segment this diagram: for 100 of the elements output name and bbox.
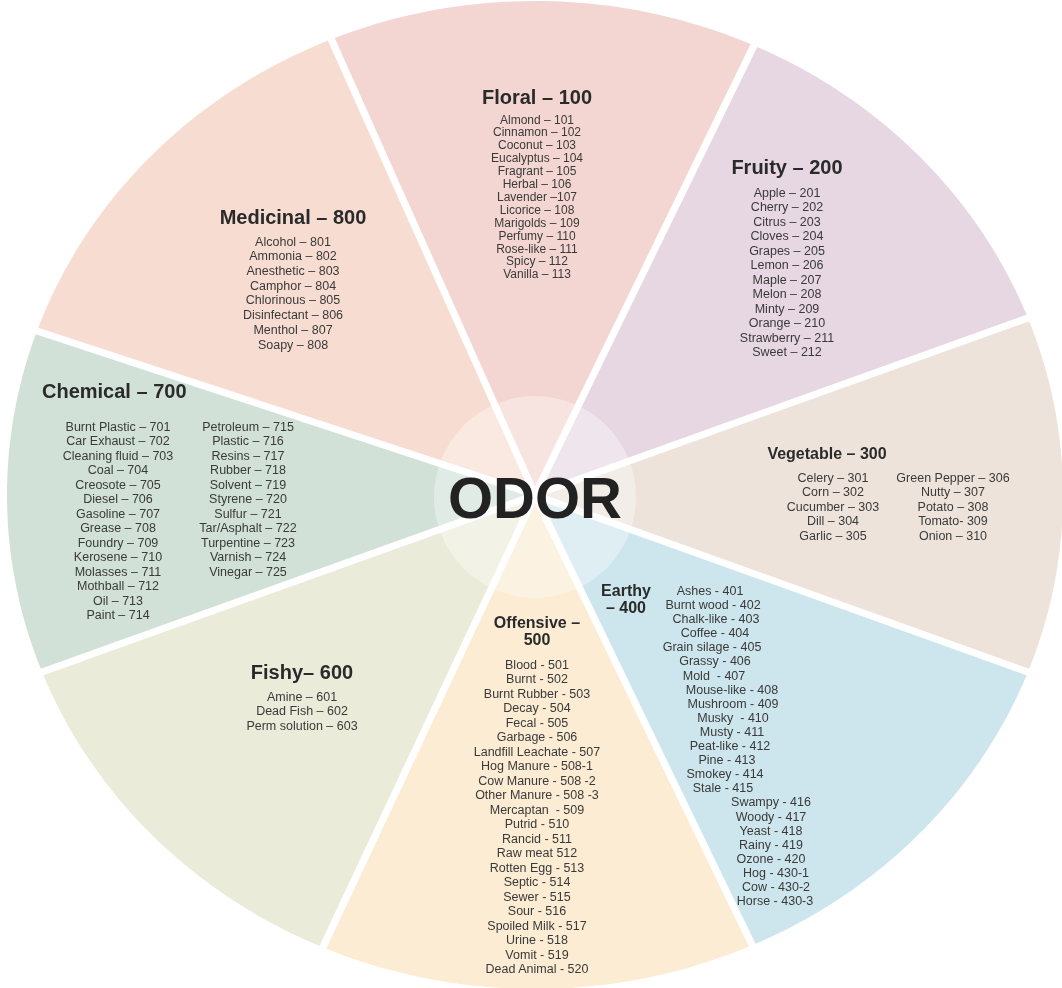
odor-item: Putrid - 510: [504, 817, 570, 832]
category-heading: Offensive – 500: [492, 613, 582, 649]
odor-item: Musty - 411: [699, 724, 765, 740]
odor-item: Apple – 201: [753, 185, 821, 201]
odor-item: Mushroom - 409: [687, 696, 779, 711]
odor-item: Ammonia – 802: [249, 249, 337, 265]
odor-item: Varnish – 724: [209, 550, 287, 565]
odor-item: Grease – 708: [80, 521, 156, 536]
odor-item: Swampy - 416: [731, 795, 811, 810]
odor-item: Chalk-like - 403: [672, 612, 760, 627]
center-label: ODOR: [448, 463, 622, 531]
odor-item: Mothball – 712: [77, 579, 159, 594]
odor-item: Sewer - 515: [503, 889, 571, 905]
odor-item: Styrene – 720: [209, 492, 287, 507]
category-heading: Vegetable – 300: [766, 445, 888, 463]
odor-item: Maple – 207: [752, 272, 822, 288]
odor-item: Cucumber – 303: [786, 499, 880, 515]
odor-item: Stale - 415: [692, 781, 754, 796]
odor-item: Green Pepper – 306: [896, 470, 1010, 486]
odor-item: Celery – 301: [797, 470, 869, 486]
odor-item: Grassy - 406: [679, 654, 751, 669]
odor-item: Rancid - 511: [502, 831, 572, 847]
odor-item: Kerosene – 710: [73, 550, 163, 565]
odor-item: Gasoline – 707: [75, 506, 161, 522]
odor-item: Hog Manure - 508-1: [481, 759, 593, 774]
odor-item: Burnt wood - 402: [665, 598, 761, 613]
odor-item: Coconut – 103: [497, 139, 577, 153]
odor-item: Ashes - 401: [676, 583, 744, 599]
category-heading: Floral – 100: [480, 86, 594, 108]
odor-item: Mercaptan - 509: [489, 802, 585, 818]
odor-item: Solvent – 719: [209, 477, 287, 493]
odor-item: Resins – 717: [211, 448, 285, 464]
odor-item: Dead Animal - 520: [485, 962, 589, 977]
odor-item: Herbal – 106: [502, 178, 572, 191]
odor-item: Pine - 413: [698, 753, 756, 768]
odor-item: Plastic – 716: [212, 434, 284, 449]
odor-item: Turpentine – 723: [200, 535, 296, 551]
odor-item: Car Exhaust – 702: [66, 434, 170, 449]
odor-item: Molasses – 711: [74, 564, 162, 580]
odor-item: Amine – 601: [266, 689, 338, 705]
odor-item: Mouse-like - 408: [685, 682, 779, 697]
category-heading: Medicinal – 800: [218, 206, 368, 228]
odor-item: Dead Fish – 602: [256, 704, 348, 719]
odor-item: Marigolds – 109: [494, 216, 580, 230]
odor-item: Orange – 210: [748, 316, 826, 331]
odor-item: Diesel – 706: [83, 492, 153, 507]
odor-item: Woody - 417: [735, 809, 807, 824]
odor-item: Potato – 308: [917, 499, 989, 515]
odor-item: Alcohol – 801: [255, 234, 331, 250]
odor-item: Cleaning fluid – 703: [62, 448, 174, 464]
odor-item: Urine - 518: [506, 933, 568, 948]
odor-item: Dill – 304: [806, 514, 860, 529]
odor-item: Rainy - 419: [739, 837, 803, 852]
odor-item: Spoiled Milk - 517: [487, 918, 587, 934]
odor-item: Rubber – 718: [210, 463, 286, 478]
odor-item: Peat-like - 412: [689, 739, 771, 754]
odor-item: Strawberry – 211: [739, 330, 835, 346]
odor-item: Rose-like – 111: [496, 242, 578, 256]
odor-item: Cow Manure - 508 -2: [478, 773, 596, 789]
odor-item: Almond – 101: [499, 113, 575, 127]
odor-item: Other Manure - 508 -3: [475, 788, 599, 803]
odor-item: Fecal - 505: [505, 715, 569, 731]
odor-item: Hog - 430-1: [743, 865, 809, 881]
odor-item: Perfumy – 110: [498, 229, 576, 243]
odor-item: Sour - 516: [507, 904, 567, 919]
odor-item: Tomato- 309: [918, 514, 988, 529]
odor-item: Petroleum – 715: [202, 419, 294, 435]
odor-item: Lemon – 206: [750, 258, 824, 273]
odor-item: Eucalyptus – 104: [490, 152, 584, 166]
odor-item: Soapy – 808: [257, 337, 329, 353]
odor-item: Burnt Rubber - 503: [483, 686, 591, 702]
odor-item: Licorice – 108: [499, 203, 575, 217]
category-heading: Chemical – 700: [42, 380, 187, 402]
odor-item: Spicy – 112: [506, 255, 568, 269]
category-heading: Earthy – 400: [600, 581, 652, 617]
odor-item: Corn – 302: [802, 485, 864, 500]
odor-item: Rotten Egg - 513: [489, 860, 585, 876]
odor-item: Citrus – 203: [753, 214, 821, 230]
odor-item: Anesthetic – 803: [246, 264, 340, 279]
odor-item: Landfill Leachate - 507: [473, 744, 601, 760]
odor-item: Mold - 407: [682, 668, 746, 683]
odor-item: Grapes – 205: [749, 243, 825, 259]
odor-item: Decay - 504: [503, 701, 571, 716]
odor-item: Lavender –107: [496, 190, 578, 204]
odor-item: Sulfur – 721: [214, 506, 282, 522]
odor-item: Burnt - 502: [506, 672, 568, 687]
odor-item: Camphor – 804: [249, 278, 337, 294]
odor-item: Cow - 430-2: [741, 880, 811, 895]
odor-item: Melon – 208: [752, 287, 822, 302]
odor-item: Nutty – 307: [921, 485, 985, 500]
odor-item: Raw meat 512: [496, 846, 578, 861]
odor-item: Perm solution – 603: [246, 718, 358, 734]
odor-item: Creosote – 705: [75, 477, 161, 493]
odor-item: Chlorinous – 805: [245, 293, 341, 309]
odor-item: Menthol – 807: [253, 322, 333, 338]
odor-item: Septic - 514: [503, 875, 571, 890]
odor-item: Blood - 501: [505, 657, 569, 673]
odor-item: Garbage - 506: [496, 730, 578, 745]
category-heading: Fruity – 200: [730, 156, 844, 178]
odor-item: Grain silage - 405: [662, 640, 762, 655]
